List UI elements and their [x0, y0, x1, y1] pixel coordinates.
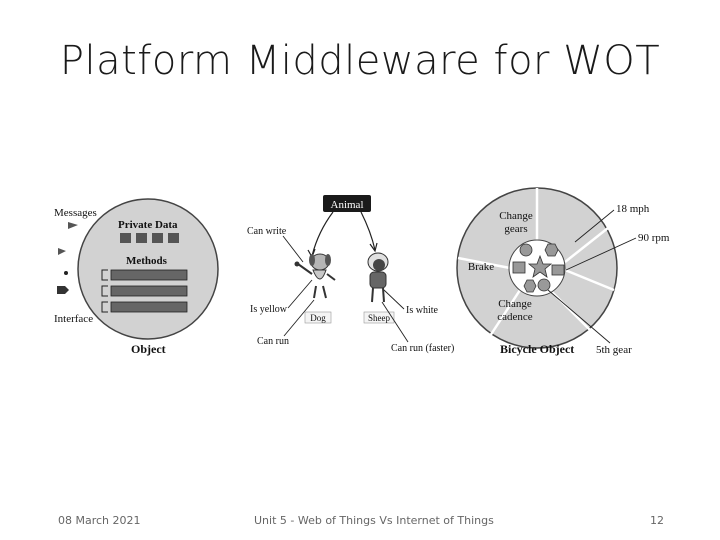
core-shape-icon	[523, 279, 537, 293]
footer-text: Unit 5 - Web of Things Vs Internet of Th…	[254, 514, 494, 527]
dog-label: Dog	[310, 313, 326, 323]
message-dot-icon	[64, 271, 68, 275]
slide-title: Platform Middleware for WOT	[59, 38, 661, 84]
inherit-arrow-dog	[311, 211, 334, 257]
segment-dividers	[457, 188, 615, 337]
sheep-tag	[363, 311, 395, 324]
data-box	[136, 233, 147, 243]
annotation-line	[574, 209, 615, 243]
change-cadence-label-2: cadence	[497, 311, 533, 323]
annotation-line	[383, 289, 405, 310]
change-gears-label-1: Change	[499, 210, 533, 222]
inherit-arrow-sheep	[360, 211, 376, 251]
arrowhead-icon	[369, 242, 378, 253]
core-shape-icon	[537, 278, 551, 292]
annotation-line	[381, 301, 409, 343]
method-bar	[110, 269, 188, 281]
change-gears-label-2: gears	[504, 223, 527, 235]
star-icon	[527, 254, 553, 278]
data-box	[120, 233, 131, 243]
can-run-faster-label: Can run (faster)	[391, 343, 454, 354]
rpm-label: 90 rpm	[638, 232, 670, 244]
gear-label: 5th gear	[596, 344, 632, 356]
annotation-line	[282, 235, 304, 263]
dog-tag	[304, 311, 332, 324]
interface-brackets	[101, 269, 108, 313]
core-shape-icon	[544, 243, 559, 257]
core-shape-icon	[519, 243, 533, 257]
brake-label: Brake	[468, 261, 494, 273]
method-bar	[110, 301, 188, 313]
can-write-label: Can write	[247, 226, 287, 237]
data-box	[152, 233, 163, 243]
footer-date: 08 March 2021	[58, 514, 141, 527]
annotation-line	[283, 299, 315, 337]
data-box	[168, 233, 179, 243]
object-diagram: Messages Private Data Methods Interface …	[54, 198, 219, 356]
speed-label: 18 mph	[616, 203, 650, 215]
object-caption: Object	[131, 342, 166, 356]
annotation-line	[565, 237, 637, 271]
is-white-label: Is white	[406, 305, 439, 316]
message-arrow-icon	[58, 248, 66, 255]
page-number: 12	[650, 514, 664, 527]
change-cadence-label-1: Change	[498, 298, 532, 310]
can-run-label: Can run	[257, 336, 289, 347]
core-shape-icon	[512, 261, 526, 274]
sheep-label: Sheep	[368, 313, 390, 323]
animal-box	[323, 195, 371, 212]
bicycle-diagram: Change gears Brake Change cadence 18 mph…	[456, 187, 670, 356]
bicycle-caption: Bicycle Object	[500, 342, 574, 356]
interface-label: Interface	[54, 313, 93, 325]
animal-diagram: Animal Dog Sheep Can write Is ye	[247, 195, 454, 354]
annotation-line	[547, 289, 611, 344]
sheep-figure-icon	[367, 252, 389, 303]
core-shape-icon	[551, 264, 565, 276]
method-bar	[110, 285, 188, 297]
message-arrow-icon	[57, 286, 69, 294]
dog-figure-icon	[294, 253, 336, 299]
is-yellow-label: Is yellow	[250, 304, 288, 315]
animal-label: Animal	[331, 199, 364, 211]
methods-label: Methods	[126, 255, 168, 267]
messages-label: Messages	[54, 207, 97, 219]
annotation-line	[287, 279, 313, 309]
message-arrow-icon	[68, 222, 78, 229]
private-data-label: Private Data	[118, 219, 178, 231]
